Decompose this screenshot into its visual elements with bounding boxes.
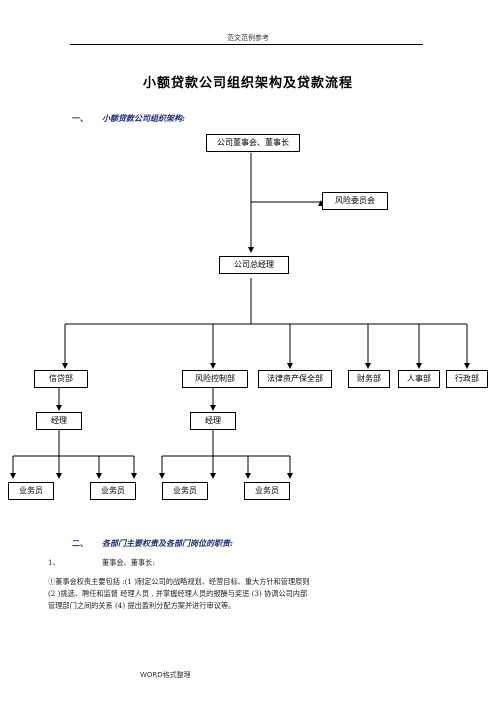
board-duties-paragraph: ①董事会权责主要包括 :(1 )制定公司的战略规划、经营目标、重大方针和管理原则… <box>48 576 448 612</box>
paragraph-line-3: 管理部门之间的关系 (4) 提出盈利分配方案并进行审议等。 <box>48 601 236 610</box>
dept-credit-box: 信贷部 <box>34 370 88 388</box>
header-divider <box>70 44 423 45</box>
staff-box-3: 业务员 <box>162 482 208 500</box>
paragraph-line-1: ①董事会权责主要包括 :(1 )制定公司的战略规划、经营目标、重大方针和管理原则 <box>48 577 310 586</box>
manager-risk-box: 经理 <box>190 412 236 430</box>
item-1-title: 董事会、董事长: <box>102 558 155 567</box>
staff-box-2: 业务员 <box>90 482 136 500</box>
dept-risk-control-box: 风险控制部 <box>182 370 248 388</box>
general-manager-box: 公司总经理 <box>219 256 289 274</box>
section-1-title: 小额贷款公司组织架构: <box>102 113 185 123</box>
board-box: 公司董事会、董事长 <box>206 134 300 152</box>
section-2-heading: 二、 各部门主要权责及各部门岗位的职责: <box>72 538 233 549</box>
staff-box-1: 业务员 <box>8 482 54 500</box>
section-2-number: 二、 <box>72 538 88 548</box>
dept-finance-box: 财务部 <box>348 370 390 388</box>
section-1-heading: 一、 小额贷款公司组织架构: <box>72 113 185 124</box>
item-1-number: 1、 <box>48 558 60 567</box>
paragraph-line-2: (2 )挑选、聘任和监督 经理人员 , 并掌握经理人员的报酬与奖惩 (3) 协调… <box>48 589 308 598</box>
dept-hr-box: 人事部 <box>398 370 440 388</box>
item-1-heading: 1、 董事会、董事长: <box>48 557 155 569</box>
manager-credit-box: 经理 <box>36 412 82 430</box>
document-title: 小额贷款公司组织架构及贷款流程 <box>142 76 353 91</box>
dept-legal-asset-box: 法律资产保全部 <box>258 370 332 388</box>
staff-box-4: 业务员 <box>244 482 290 500</box>
footer-note: WORD格式整理 <box>140 671 191 679</box>
header-note: 范文范例参考 <box>227 34 269 42</box>
dept-admin-box: 行政部 <box>446 370 488 388</box>
section-2-title: 各部门主要权责及各部门岗位的职责: <box>102 538 233 548</box>
risk-committee-box: 风险委员会 <box>322 192 388 210</box>
section-1-number: 一、 <box>72 113 88 123</box>
